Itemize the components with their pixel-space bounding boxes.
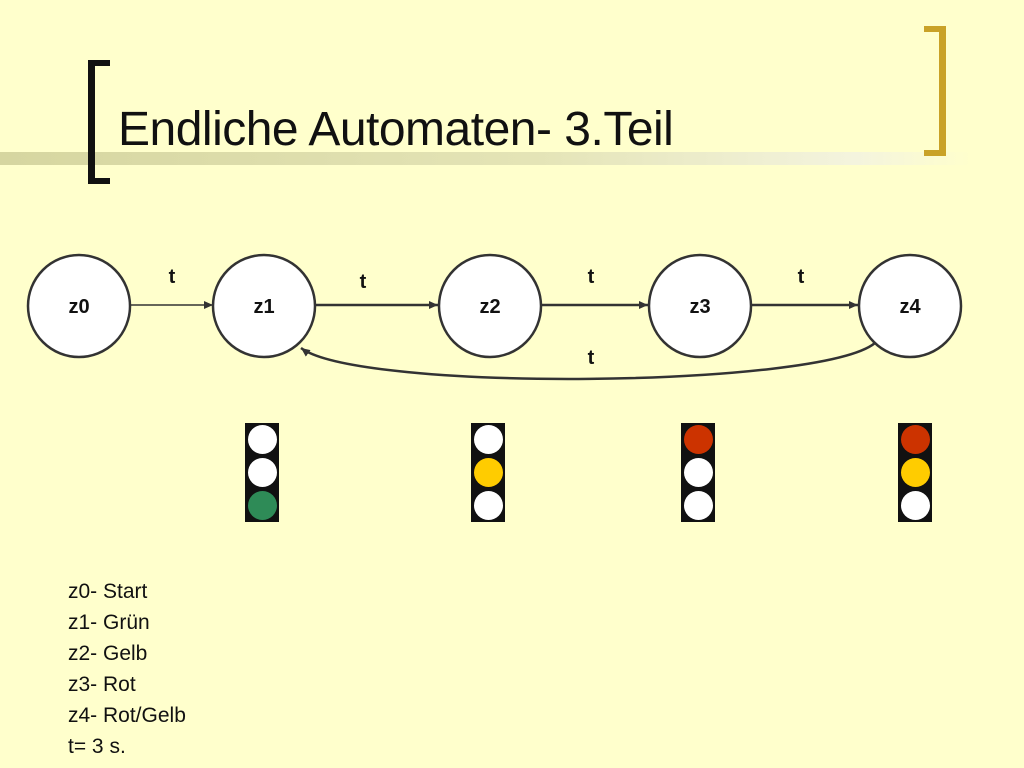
lamp-red bbox=[900, 425, 930, 454]
traffic-light-z2 bbox=[471, 423, 505, 522]
state-label-z3: z3 bbox=[689, 296, 710, 318]
lamp-off bbox=[683, 491, 713, 520]
transition-label-z4-z1: t bbox=[588, 347, 595, 369]
transition-label-z0-z1: t bbox=[169, 266, 176, 288]
title-underline bbox=[0, 152, 972, 165]
legend: z0- Start z1- Grün z2- Gelb z3- Rot z4- … bbox=[68, 576, 186, 762]
right-bracket-decoration bbox=[924, 26, 946, 156]
traffic-light-z3 bbox=[681, 423, 715, 522]
legend-item: z1- Grün bbox=[68, 611, 150, 634]
legend-item: z4- Rot/Gelb bbox=[68, 704, 186, 727]
state-node-z2: z2 bbox=[437, 253, 543, 359]
page-title: Endliche Automaten- 3.Teil bbox=[118, 103, 674, 156]
lamp-yellow bbox=[900, 458, 930, 487]
legend-item: z2- Gelb bbox=[68, 642, 148, 665]
state-node-z0: z0 bbox=[26, 253, 132, 359]
state-node-z3: z3 bbox=[647, 253, 753, 359]
lamp-red bbox=[683, 425, 713, 454]
state-label-z1: z1 bbox=[253, 296, 274, 318]
lamp-off bbox=[473, 491, 503, 520]
state-node-z4: z4 bbox=[857, 253, 963, 359]
lamp-off bbox=[900, 491, 930, 520]
legend-item: z3- Rot bbox=[68, 673, 136, 696]
legend-item: z0- Start bbox=[68, 580, 148, 603]
lamp-off bbox=[247, 458, 277, 487]
lamp-off bbox=[473, 425, 503, 454]
state-label-z0: z0 bbox=[68, 296, 89, 318]
lamp-off bbox=[683, 458, 713, 487]
lamp-off bbox=[247, 425, 277, 454]
transition-label-z1-z2: t bbox=[360, 271, 367, 293]
state-node-z1: z1 bbox=[211, 253, 317, 359]
lamp-yellow bbox=[473, 458, 503, 487]
legend-item: t= 3 s. bbox=[68, 735, 126, 758]
traffic-light-z1 bbox=[245, 423, 279, 522]
left-bracket-decoration bbox=[88, 60, 110, 184]
state-label-z2: z2 bbox=[479, 296, 500, 318]
lamp-green bbox=[247, 491, 277, 520]
traffic-light-z4 bbox=[898, 423, 932, 522]
transition-label-z2-z3: t bbox=[588, 266, 595, 288]
transition-label-z3-z4: t bbox=[798, 266, 805, 288]
state-label-z4: z4 bbox=[899, 296, 921, 318]
transition-arrow-z4-z1 bbox=[300, 342, 876, 381]
